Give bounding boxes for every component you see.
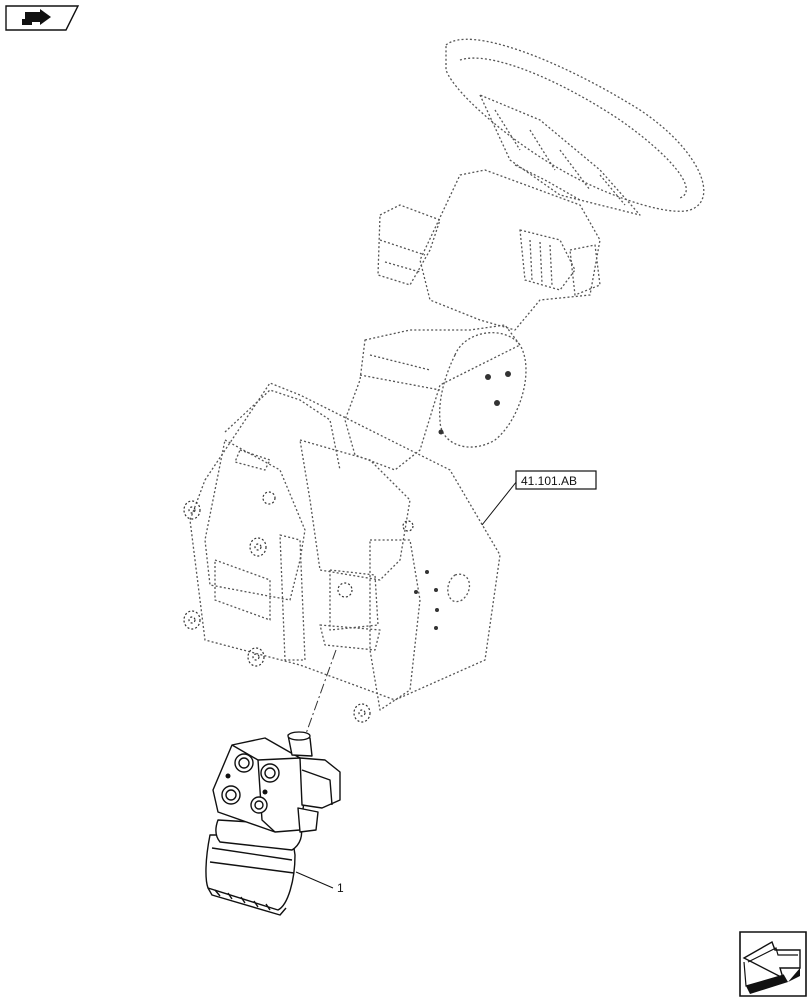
reference-label[interactable]: 41.101.AB [521, 474, 577, 488]
vehicle-direction-icon[interactable] [5, 5, 80, 31]
steering-column-ghost [183, 38, 705, 723]
callout-1-leader [295, 871, 334, 889]
assembly-centerline [302, 649, 337, 743]
next-page-arrow-icon[interactable] [739, 931, 807, 997]
reference-leader [481, 480, 518, 526]
steering-control-unit[interactable] [205, 731, 341, 916]
reference-box[interactable] [515, 470, 597, 490]
callout-1-label[interactable]: 1 [337, 881, 344, 895]
